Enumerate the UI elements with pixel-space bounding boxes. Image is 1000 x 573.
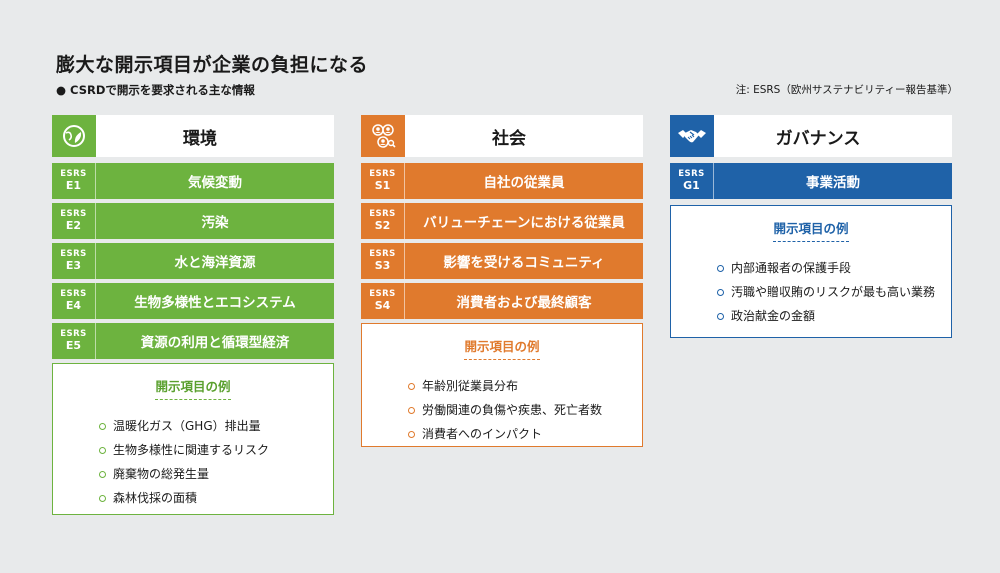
bullet-circle-icon bbox=[717, 264, 724, 272]
example-text: 労働関連の負傷や疾患、死亡者数 bbox=[422, 403, 603, 417]
globe-leaf-icon bbox=[52, 115, 96, 157]
bullet-circle-icon bbox=[717, 288, 724, 296]
list-item: 廃棄物の総発生量 bbox=[99, 462, 333, 486]
esrs-topic-label: 資源の利用と循環型経済 bbox=[140, 335, 290, 351]
esrs-topic-label: 自社の従業員 bbox=[483, 175, 565, 191]
esrs-code: E4 bbox=[65, 298, 82, 312]
social-header: 社会 bbox=[361, 115, 643, 157]
esrs-code: S1 bbox=[374, 178, 391, 192]
social-examples-box: 開示項目の例 年齢別従業員分布 労働関連の負傷や疾患、死亡者数 消費者へのインパ… bbox=[361, 323, 643, 447]
esrs-code-top: ESRS bbox=[60, 248, 87, 259]
example-text: 廃棄物の総発生量 bbox=[113, 467, 210, 481]
esrs-code-top: ESRS bbox=[369, 208, 396, 219]
bullet-circle-icon bbox=[408, 406, 415, 414]
bullet-circle-icon bbox=[99, 422, 106, 430]
esrs-topic-label: 事業活動 bbox=[806, 175, 860, 191]
esrs-code-top: ESRS bbox=[60, 328, 87, 339]
bullet-circle-icon bbox=[99, 494, 106, 502]
environment-header: 環境 bbox=[52, 115, 334, 157]
list-item: 内部通報者の保護手段 bbox=[717, 256, 951, 280]
example-text: 年齢別従業員分布 bbox=[422, 379, 519, 393]
esrs-code-top: ESRS bbox=[369, 168, 396, 179]
page-subtitle: ● CSRDで開示を要求される主な情報 bbox=[56, 83, 255, 97]
bullet-circle-icon bbox=[408, 382, 415, 390]
example-text: 汚職や贈収賄のリスクが最も高い業務 bbox=[731, 285, 936, 299]
esrs-topic-label: 生物多様性とエコシステム bbox=[134, 295, 296, 311]
page-title: 膨大な開示項目が企業の負担になる bbox=[56, 54, 369, 76]
example-text: 内部通報者の保護手段 bbox=[731, 261, 852, 275]
esrs-code-top: ESRS bbox=[60, 288, 87, 299]
esrs-code: G1 bbox=[683, 178, 700, 192]
handshake-icon bbox=[670, 115, 714, 157]
social-examples-list: 年齢別従業員分布 労働関連の負傷や疾患、死亡者数 消費者へのインパクト bbox=[362, 374, 642, 446]
esrs-code-top: ESRS bbox=[60, 168, 87, 179]
social-title: 社会 bbox=[492, 128, 526, 149]
environment-title: 環境 bbox=[183, 128, 217, 149]
examples-title: 開示項目の例 bbox=[773, 218, 849, 242]
esrs-code: S2 bbox=[374, 218, 391, 232]
esrs-code-top: ESRS bbox=[60, 208, 87, 219]
environment-examples-list: 温暖化ガス（GHG）排出量 生物多様性に関連するリスク 廃棄物の総発生量 森林伐… bbox=[53, 414, 333, 510]
esrs-code: E1 bbox=[65, 178, 82, 192]
governance-header: ガバナンス bbox=[670, 115, 952, 157]
esrs-code-top: ESRS bbox=[369, 288, 396, 299]
esrs-topic-label: 汚染 bbox=[201, 215, 229, 231]
example-text: 生物多様性に関連するリスク bbox=[113, 443, 270, 457]
example-text: 政治献金の金額 bbox=[731, 309, 816, 323]
esrs-topic-label: 消費者および最終顧客 bbox=[456, 295, 592, 311]
example-text: 温暖化ガス（GHG）排出量 bbox=[113, 419, 261, 433]
list-item: 温暖化ガス（GHG）排出量 bbox=[99, 414, 333, 438]
esrs-code: S3 bbox=[374, 258, 391, 272]
esrs-topic-label: 水と海洋資源 bbox=[174, 255, 256, 271]
list-item: 森林伐採の面積 bbox=[99, 486, 333, 510]
list-item: 生物多様性に関連するリスク bbox=[99, 438, 333, 462]
esrs-code: E3 bbox=[65, 258, 82, 272]
esrs-code: E5 bbox=[65, 338, 82, 352]
esrs-code: S4 bbox=[374, 298, 391, 312]
esrs-code-top: ESRS bbox=[678, 168, 705, 179]
list-item: 年齢別従業員分布 bbox=[408, 374, 642, 398]
esrs-topic-label: 気候変動 bbox=[188, 175, 242, 191]
example-text: 森林伐採の面積 bbox=[113, 491, 198, 505]
environment-examples-box: 開示項目の例 温暖化ガス（GHG）排出量 生物多様性に関連するリスク 廃棄物の総… bbox=[52, 363, 334, 515]
list-item: 政治献金の金額 bbox=[717, 304, 951, 328]
esrs-code-top: ESRS bbox=[369, 248, 396, 259]
governance-title: ガバナンス bbox=[775, 128, 861, 149]
footnote: 注: ESRS（欧州サステナビリティー報告基準） bbox=[735, 84, 958, 96]
bullet-circle-icon bbox=[717, 312, 724, 320]
bullet-circle-icon bbox=[408, 430, 415, 438]
bullet-circle-icon bbox=[99, 446, 106, 454]
list-item: 労働関連の負傷や疾患、死亡者数 bbox=[408, 398, 642, 422]
esrs-code: E2 bbox=[65, 218, 82, 232]
bullet-circle-icon bbox=[99, 470, 106, 478]
examples-title: 開示項目の例 bbox=[155, 376, 231, 400]
esrs-topic-label: バリューチェーンにおける従業員 bbox=[423, 215, 625, 231]
list-item: 消費者へのインパクト bbox=[408, 422, 642, 446]
examples-title: 開示項目の例 bbox=[464, 336, 540, 360]
esrs-topic-label: 影響を受けるコミュニティ bbox=[443, 255, 605, 271]
people-network-icon bbox=[361, 115, 405, 157]
example-text: 消費者へのインパクト bbox=[422, 427, 543, 441]
governance-examples-list: 内部通報者の保護手段 汚職や贈収賄のリスクが最も高い業務 政治献金の金額 bbox=[671, 256, 951, 328]
list-item: 汚職や贈収賄のリスクが最も高い業務 bbox=[717, 280, 951, 304]
governance-examples-box: 開示項目の例 内部通報者の保護手段 汚職や贈収賄のリスクが最も高い業務 政治献金… bbox=[670, 205, 952, 338]
